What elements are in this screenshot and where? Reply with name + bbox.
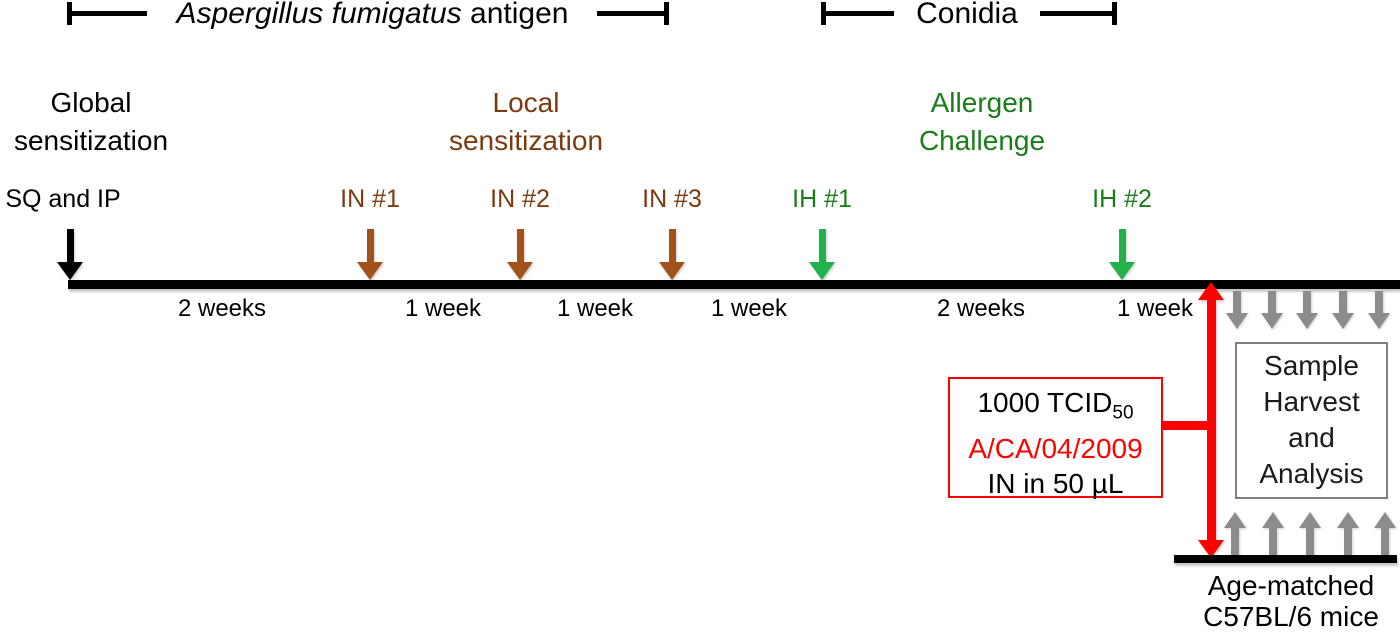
conidia-bracket-right-tick [1112,2,1117,25]
harvest-line-2: Harvest [1263,386,1360,417]
event-label-in3: IN #3 [642,185,702,213]
infection-dose-box: 1000 TCID50 A/CA/04/2009 IN in 50 µL [948,377,1163,499]
antigen-bracket-right-line [597,11,668,16]
in2-arrow-icon [507,229,533,280]
event-label-sq-ip: SQ and IP [5,185,121,213]
antigen-bracket-right-tick [664,2,669,25]
control-up-arrow-icon [1262,512,1284,555]
interval-label-6: 1 week [1116,295,1194,322]
conidia-bracket-right-line [1040,11,1116,16]
infection-dose-line: 1000 TCID50 [950,385,1161,431]
phase-local-sensitization: Local sensitization [416,84,636,160]
sq-ip-arrow-icon [57,229,83,280]
control-up-arrow-icon [1224,512,1246,555]
phase-global-line1: Global [50,87,132,118]
harvest-line-4: Analysis [1259,458,1364,489]
ih2-arrow-icon [1109,229,1135,280]
event-label-ih1: IH #1 [792,185,852,213]
timeline-axis [68,280,1400,289]
interval-label-3: 1 week [556,295,634,322]
harvest-down-arrow-icon [1368,291,1390,329]
conidia-bracket-label: Conidia [916,0,1018,30]
phase-allergen-line2: Challenge [918,125,1046,156]
phase-allergen-line1: Allergen [930,87,1034,118]
antigen-label-rest: antigen [461,0,569,30]
event-label-in2: IN #2 [490,185,550,213]
harvest-line-3: and [1288,422,1335,453]
conidia-bracket-left-line [821,11,894,16]
infection-dose-subscript: 50 [1112,402,1134,424]
control-mice-label: Age-matched C57BL/6 mice [1191,570,1391,632]
antigen-bracket-left-line [67,11,147,16]
event-label-ih2: IH #2 [1092,185,1152,213]
harvest-down-arrow-icon [1332,291,1354,329]
control-up-arrow-icon [1374,512,1396,555]
control-mice-line1: Age-matched [1207,570,1375,601]
control-mice-line2: C57BL/6 mice [1203,601,1379,632]
harvest-line-1: Sample [1264,350,1359,381]
infection-double-arrow-icon [1198,282,1224,558]
interval-label-5: 2 weeks [936,295,1026,322]
control-up-arrow-icon [1337,512,1359,555]
phase-allergen-challenge: Allergen Challenge [872,84,1092,160]
interval-label-2: 1 week [404,295,482,322]
infection-route-text: IN in 50 µL [987,467,1124,499]
event-label-in1: IN #1 [340,185,400,213]
phase-local-line2: sensitization [448,125,604,156]
harvest-down-arrow-icon [1261,291,1283,329]
control-mice-axis [1174,555,1397,563]
phase-local-line1: Local [492,87,560,118]
phase-global-line2: sensitization [13,125,169,156]
virus-strain-text: A/CA/04/2009 [968,432,1143,464]
interval-label-4: 1 week [710,295,788,322]
sample-harvest-box: Sample Harvest and Analysis [1235,342,1388,499]
ih1-arrow-icon [809,229,835,280]
antigen-species-italic: Aspergillus fumigatus [176,0,462,30]
phase-global-sensitization: Global sensitization [0,84,201,160]
control-up-arrow-icon [1299,512,1321,555]
harvest-down-arrow-icon [1226,291,1248,329]
infection-box-connector [1161,421,1213,430]
antigen-bracket-label: Aspergillus fumigatus antigen [145,0,600,31]
infection-dose-text: 1000 TCID [977,387,1113,418]
in3-arrow-icon [659,229,685,280]
in1-arrow-icon [357,229,383,280]
harvest-down-arrow-icon [1296,291,1318,329]
interval-label-1: 2 weeks [177,295,267,322]
